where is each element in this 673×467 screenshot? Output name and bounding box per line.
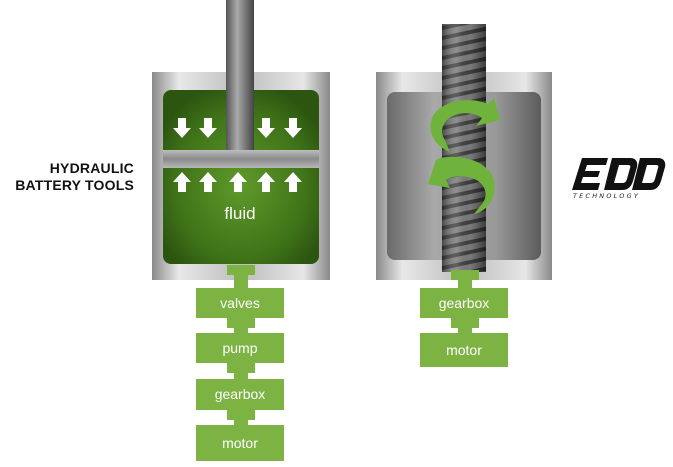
arrow-up-icon xyxy=(257,172,275,192)
arrow-down-icon xyxy=(199,118,217,138)
chain-box-gearbox: gearbox xyxy=(196,379,284,410)
logo-letter-d1 xyxy=(604,158,638,190)
edd-logo xyxy=(572,158,666,190)
arrow-up-icon xyxy=(173,172,191,192)
hydraulic-tools-label: HYDRAULIC BATTERY TOOLS xyxy=(14,160,134,194)
arrow-up-icon xyxy=(229,172,247,192)
piston xyxy=(163,150,319,168)
arrow-up-icon xyxy=(284,172,302,192)
label-line-2: BATTERY TOOLS xyxy=(15,177,134,193)
up-arrows xyxy=(173,172,302,192)
edd-cylinder xyxy=(376,24,552,280)
chain-box-pump: pump xyxy=(196,333,284,363)
logo-letter-d2 xyxy=(632,158,666,190)
logo-letter-e xyxy=(572,158,608,190)
edd-chain-box-gearbox: gearbox xyxy=(420,288,508,318)
logo-tagline: TECHNOLOGY xyxy=(573,192,641,200)
rotate-arrow-icon xyxy=(430,98,500,152)
chain-box-motor: motor xyxy=(196,425,284,461)
rotation-arrows xyxy=(428,98,500,214)
label-line-1: HYDRAULIC xyxy=(49,160,134,176)
arrow-up-icon xyxy=(199,172,217,192)
piston-rod xyxy=(226,0,254,150)
arrow-down-icon xyxy=(173,118,191,138)
arrow-down-icon xyxy=(257,118,275,138)
edd-chain-box-motor: motor xyxy=(420,333,508,367)
rotate-arrow-icon xyxy=(428,156,495,214)
arrow-down-icon xyxy=(284,118,302,138)
chain-box-valves: valves xyxy=(196,288,284,318)
hydraulic-cylinder xyxy=(152,0,330,280)
fluid-label: fluid xyxy=(224,204,256,223)
down-arrows xyxy=(173,118,302,138)
